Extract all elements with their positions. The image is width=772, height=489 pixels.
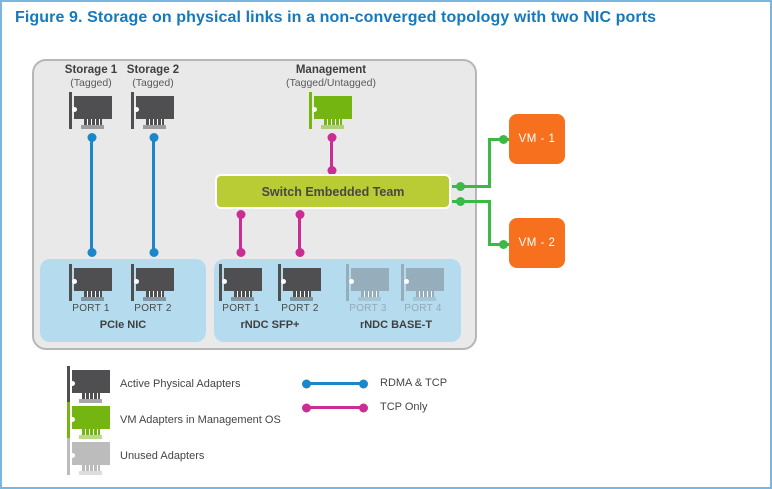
- vm2-link-segment: [452, 200, 491, 203]
- port-label: PORT 2: [281, 303, 319, 314]
- active-adapter-icon-pcie-port2: [130, 264, 176, 304]
- figure-title: Figure 9. Storage on physical links in a…: [15, 9, 657, 26]
- vm2-link-dot: [456, 197, 465, 206]
- tcp-line-rndc-port1: [239, 213, 242, 254]
- legend-label-tcp-only: TCP Only: [380, 401, 428, 413]
- tcp-only-legend-line: [304, 406, 366, 409]
- port-label: PORT 4: [404, 303, 442, 314]
- vm2-link-dot: [499, 240, 508, 249]
- tcp-line-management: [330, 136, 333, 172]
- host-label-storage1: Storage 1 (Tagged): [51, 64, 131, 89]
- unused-adapter-icon-rndc-port4: [400, 264, 446, 304]
- unused-adapter-icon-rndc-port3: [345, 264, 391, 304]
- legend-label-rdma-tcp: RDMA & TCP: [380, 377, 448, 389]
- nic-group-label-pcie: PCIe NIC: [99, 319, 147, 331]
- vm-adapter-legend-icon: [66, 402, 112, 442]
- host-label-management: Management (Tagged/Untagged): [266, 64, 396, 89]
- port-label: PORT 1: [222, 303, 260, 314]
- legend-label-active-adapters: Active Physical Adapters: [120, 378, 241, 390]
- unused-adapter-legend-icon: [66, 438, 112, 478]
- vm2-link-segment: [488, 200, 491, 246]
- host-vlan-mode: (Tagged/Untagged): [286, 77, 376, 90]
- vm1-box: VM - 1: [509, 114, 565, 164]
- host-vlan-mode: (Tagged): [132, 77, 174, 90]
- host-name: Storage 1: [64, 64, 118, 76]
- port-label: PORT 3: [349, 303, 387, 314]
- active-adapter-icon-rndc-port1: [218, 264, 264, 304]
- switch-embedded-team: Switch Embedded Team: [215, 174, 451, 209]
- tcp-line-rndc-port2: [298, 213, 301, 254]
- vm1-link-dot: [456, 182, 465, 191]
- active-adapter-icon-pcie-port1: [68, 264, 114, 304]
- active-adapter-legend-icon: [66, 366, 112, 406]
- port-label: PORT 2: [134, 303, 172, 314]
- active-adapter-icon-storage2: [130, 92, 176, 132]
- host-vlan-mode: (Tagged): [70, 77, 112, 90]
- vm2-box: VM - 2: [509, 218, 565, 268]
- vm1-link-segment: [488, 138, 509, 141]
- legend-label-vm-adapters: VM Adapters in Management OS: [120, 414, 281, 426]
- vm-adapter-icon-management: [308, 92, 354, 132]
- port-label: PORT 1: [72, 303, 110, 314]
- vm1-link-segment: [452, 185, 491, 188]
- active-adapter-icon-rndc-port2: [277, 264, 323, 304]
- nic-group-label-rndc-baset: rNDC BASE-T: [359, 319, 433, 331]
- host-name: Management: [295, 64, 367, 76]
- rdma-tcp-line-storage2: [152, 136, 155, 254]
- active-adapter-icon-storage1: [68, 92, 114, 132]
- rdma-tcp-legend-line: [304, 382, 366, 385]
- host-label-storage2: Storage 2 (Tagged): [113, 64, 193, 89]
- host-name: Storage 2: [126, 64, 180, 76]
- vm1-link-dot: [499, 135, 508, 144]
- vm2-link-segment: [488, 243, 509, 246]
- pcie-nic-box: [40, 259, 206, 342]
- rdma-tcp-line-storage1: [90, 136, 93, 254]
- legend-label-unused-adapters: Unused Adapters: [120, 450, 205, 462]
- nic-group-label-rndc-sfp: rNDC SFP+: [240, 319, 300, 331]
- vm1-link-segment: [488, 138, 491, 188]
